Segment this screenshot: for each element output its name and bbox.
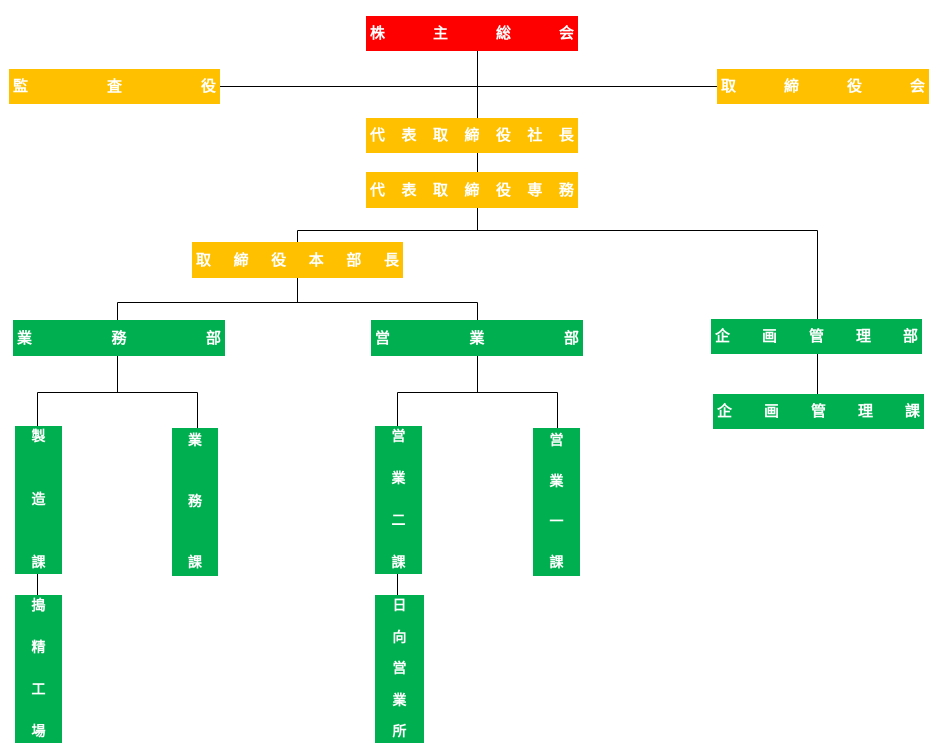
node-char: 本 bbox=[308, 250, 324, 269]
node-char: 業 bbox=[469, 328, 485, 347]
node-char: 役 bbox=[846, 77, 862, 95]
node-char: 務 bbox=[111, 328, 127, 347]
node-char: 査 bbox=[106, 77, 122, 95]
node-board: 取締役会 bbox=[717, 69, 929, 104]
node-char: 理 bbox=[857, 402, 873, 420]
node-char: 専 bbox=[527, 180, 543, 199]
node-char: 締 bbox=[464, 126, 480, 144]
node-manufacturing-section: 製造課 bbox=[15, 426, 62, 574]
node-operations-dept: 業務部 bbox=[13, 320, 225, 356]
node-char: 務 bbox=[188, 494, 202, 510]
node-char: 取 bbox=[721, 77, 737, 95]
node-char: 企 bbox=[715, 327, 731, 345]
node-char: 務 bbox=[558, 180, 574, 199]
node-char: 会 bbox=[558, 24, 574, 42]
node-char: 役 bbox=[495, 126, 511, 144]
node-char: 会 bbox=[909, 77, 925, 95]
node-char: 監 bbox=[13, 77, 29, 95]
node-director-gm: 取締役本部長 bbox=[192, 242, 403, 278]
node-hyuga-office: 日向営業所 bbox=[375, 595, 424, 743]
node-char: 長 bbox=[383, 250, 399, 269]
node-char: 一 bbox=[549, 514, 564, 531]
node-sales1-section: 営業一課 bbox=[533, 428, 580, 576]
node-char: 製 bbox=[31, 429, 46, 445]
node-char: 日 bbox=[392, 598, 407, 614]
node-senior-md: 代表取締役専務 bbox=[366, 172, 578, 208]
node-char: 課 bbox=[31, 555, 46, 571]
node-char: 業 bbox=[392, 692, 407, 709]
node-char: 工 bbox=[31, 682, 46, 698]
node-char: 表 bbox=[401, 180, 417, 199]
node-char: 役 bbox=[200, 77, 216, 95]
node-char: 取 bbox=[432, 126, 448, 144]
node-char: 主 bbox=[432, 24, 448, 42]
node-char: 部 bbox=[346, 250, 362, 269]
node-char: 取 bbox=[196, 250, 212, 269]
node-char: 業 bbox=[17, 328, 33, 347]
node-char: 社 bbox=[527, 126, 543, 144]
node-char: 締 bbox=[783, 77, 799, 95]
node-char: 搗 bbox=[31, 598, 46, 614]
node-char: 総 bbox=[495, 24, 511, 42]
node-char: 株 bbox=[370, 24, 386, 42]
node-shareholders: 株主総会 bbox=[366, 16, 578, 51]
node-char: 営 bbox=[375, 328, 391, 347]
node-char: 画 bbox=[763, 402, 779, 420]
node-char: 造 bbox=[31, 492, 46, 508]
node-operations-section: 業務課 bbox=[172, 428, 218, 576]
node-auditor: 監査役 bbox=[9, 69, 220, 104]
node-char: 代 bbox=[370, 180, 386, 199]
node-char: 管 bbox=[808, 327, 824, 345]
node-char: 締 bbox=[233, 250, 249, 269]
node-char: 課 bbox=[549, 554, 564, 571]
node-char: 所 bbox=[392, 724, 407, 740]
node-char: 管 bbox=[810, 402, 826, 420]
node-char: 締 bbox=[464, 180, 480, 199]
node-char: 場 bbox=[31, 724, 46, 740]
node-char: 企 bbox=[717, 402, 733, 420]
node-char: 代 bbox=[370, 126, 386, 144]
node-char: 画 bbox=[761, 327, 777, 345]
node-char: 長 bbox=[558, 126, 574, 144]
node-sales2-section: 営業二課 bbox=[375, 426, 422, 574]
node-char: 営 bbox=[391, 429, 406, 445]
node-char: 業 bbox=[391, 471, 406, 487]
node-char: 課 bbox=[188, 555, 202, 571]
node-char: 役 bbox=[495, 180, 511, 199]
node-char: 営 bbox=[549, 433, 564, 449]
node-char: 部 bbox=[902, 327, 918, 345]
node-char: 表 bbox=[401, 126, 417, 144]
node-char: 業 bbox=[549, 473, 564, 490]
node-char: 役 bbox=[271, 250, 287, 269]
node-char: 二 bbox=[391, 513, 406, 529]
node-president: 代表取締役社長 bbox=[366, 118, 578, 153]
node-char: 業 bbox=[188, 433, 202, 449]
node-char: 取 bbox=[432, 180, 448, 199]
node-polishing-plant: 搗精工場 bbox=[15, 595, 62, 743]
node-char: 理 bbox=[855, 327, 871, 345]
node-sales-dept: 営業部 bbox=[371, 320, 583, 356]
node-char: 課 bbox=[391, 555, 406, 571]
node-char: 向 bbox=[392, 629, 407, 646]
node-planning-dept: 企画管理部 bbox=[711, 319, 922, 354]
node-char: 部 bbox=[563, 328, 579, 347]
node-char: 精 bbox=[31, 640, 46, 656]
node-char: 課 bbox=[904, 402, 920, 420]
node-planning-section: 企画管理課 bbox=[713, 394, 924, 429]
node-char: 部 bbox=[205, 328, 221, 347]
node-char: 営 bbox=[392, 661, 407, 677]
